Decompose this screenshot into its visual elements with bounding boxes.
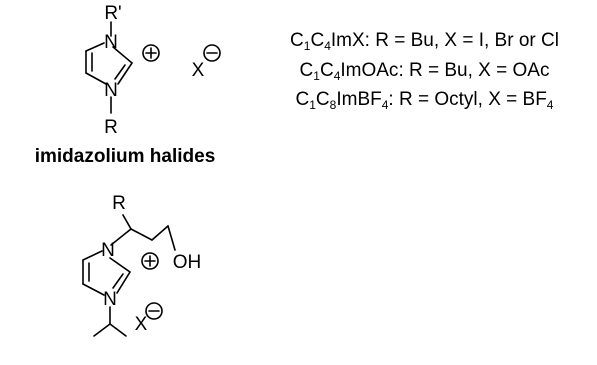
anion-x: X: [135, 314, 148, 335]
atom-n-bottom: N: [103, 289, 117, 310]
atom-n-bottom: N: [104, 80, 118, 101]
legend-line-2: C1C4ImOAc: R = Bu, X = OAc: [299, 60, 550, 83]
legend-line-1: C1C4ImX: R = Bu, X = I, Br or Cl: [290, 30, 559, 53]
imidazolium-structure-1: N N R' R X: [85, 3, 221, 138]
substituent-r: R: [104, 117, 118, 138]
anion-x: X: [192, 60, 205, 81]
caption-imidazolium-halides: imidazolium halides: [34, 146, 216, 167]
hydroxyl-group: OH: [173, 252, 202, 273]
atom-n-top: N: [104, 32, 118, 53]
legend-line-3: C1C8ImBF4: R = Octyl, X = BF4: [295, 89, 554, 112]
atom-n-top: N: [101, 240, 115, 261]
substituent-r: R: [112, 193, 126, 214]
imidazolium-structure-2: N N R OH X: [82, 193, 202, 337]
substituent-r-prime: R': [104, 3, 121, 24]
